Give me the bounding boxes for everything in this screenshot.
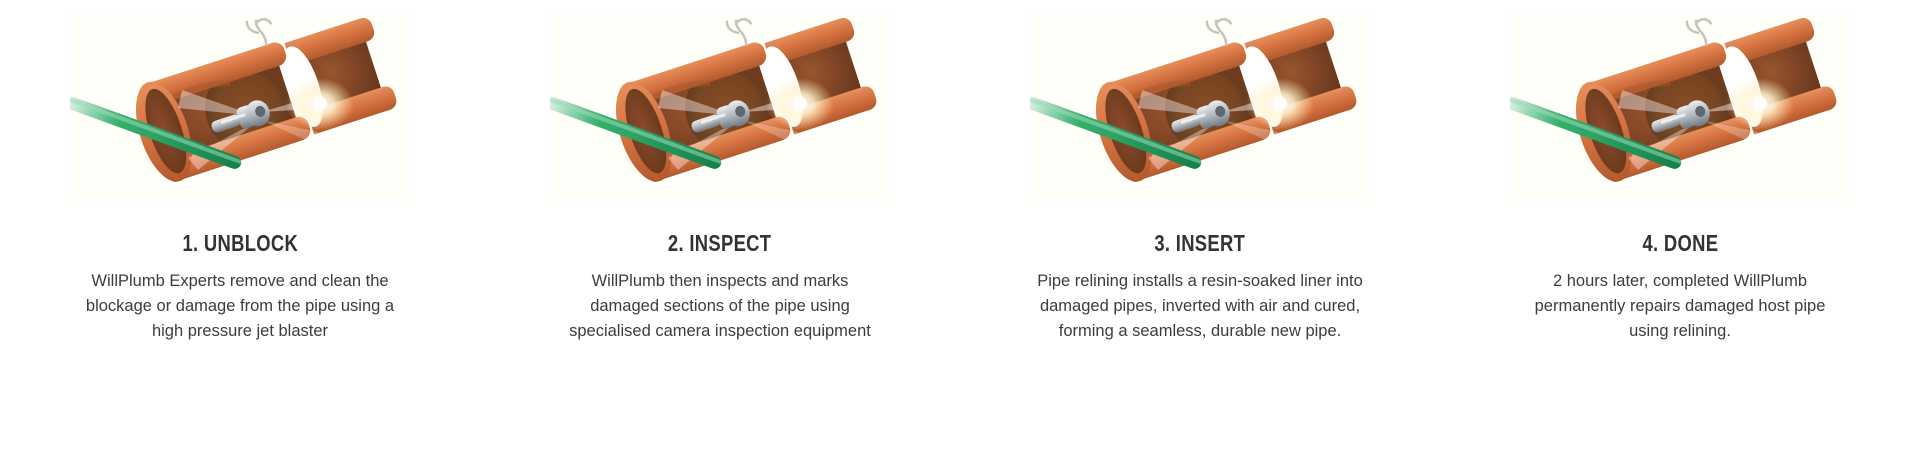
step-body-text: WillPlumb then inspects and marks damage… — [569, 272, 871, 341]
process-step-card: 2. INSPECT WillPlumb then inspects and m… — [480, 0, 960, 454]
step-heading: 1. UNBLOCK — [182, 230, 298, 256]
process-step-card: 1. UNBLOCK WillPlumb Experts remove and … — [0, 0, 480, 454]
pipe-relining-illustration — [1510, 12, 1850, 202]
step-heading: 3. INSERT — [1154, 230, 1246, 256]
step-body-text: Pipe relining installs a resin-soaked li… — [1037, 272, 1363, 341]
pipe-cutaway-icon — [70, 17, 397, 183]
pipe-cutaway-icon — [1510, 17, 1837, 183]
pipe-relining-illustration — [550, 12, 890, 202]
pipe-cutaway-icon — [1030, 17, 1357, 183]
pipe-relining-illustration — [1030, 12, 1370, 202]
process-step-card: 4. DONE 2 hours later, completed WillPlu… — [1440, 0, 1920, 454]
pipe-cutaway-icon — [550, 17, 877, 183]
step-body-text: WillPlumb Experts remove and clean the b… — [85, 272, 395, 341]
step-heading: 2. INSPECT — [668, 230, 772, 256]
step-body-text: 2 hours later, completed WillPlumb perma… — [1534, 272, 1826, 341]
step-heading: 4. DONE — [1642, 230, 1718, 256]
pipe-relining-illustration — [70, 12, 410, 202]
process-step-card: 3. INSERT Pipe relining installs a resin… — [960, 0, 1440, 454]
